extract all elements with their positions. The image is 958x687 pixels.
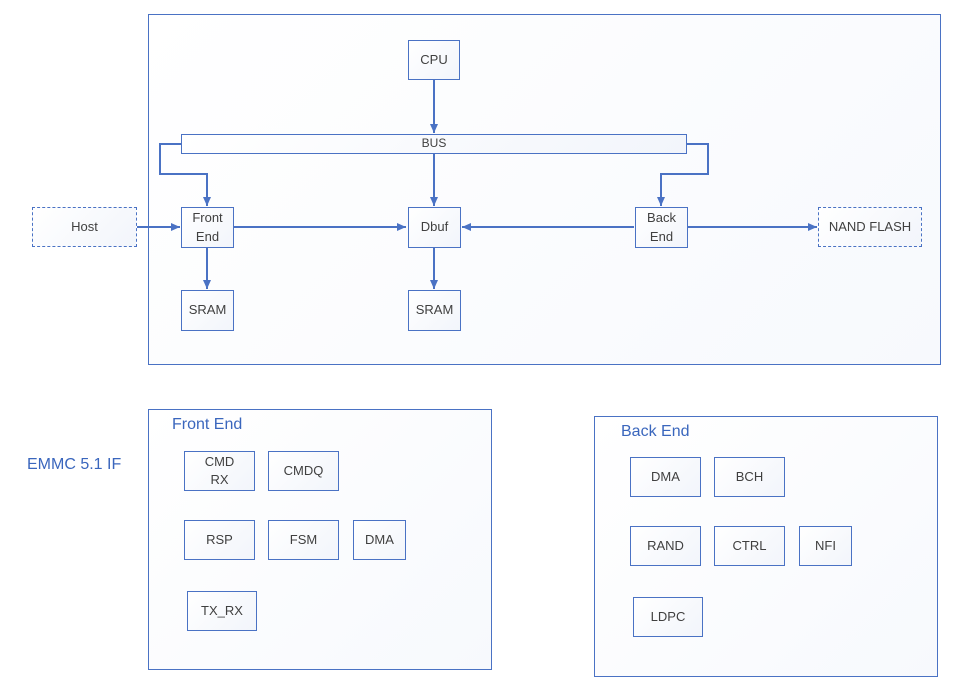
nfi-block: NFI xyxy=(799,526,852,566)
nfi-label: NFI xyxy=(815,537,836,553)
front-end-label-line2: End xyxy=(195,228,220,244)
front-end-label-line1: Front xyxy=(192,209,223,225)
dbuf-block: Dbuf xyxy=(408,207,461,248)
back-end-label-line2: End xyxy=(649,228,674,244)
nand-flash-label: NAND FLASH xyxy=(828,218,912,234)
bus-bar: BUS xyxy=(181,134,687,154)
ctrl-block: CTRL xyxy=(714,526,785,566)
cmd-rx-label-line1: CMD xyxy=(204,454,235,470)
front-end-panel-title: Front End xyxy=(172,416,243,433)
host-block: Host xyxy=(32,207,137,247)
sram-mid-block: SRAM xyxy=(408,290,461,331)
dbuf-label: Dbuf xyxy=(420,219,449,235)
back-end-panel-title: Back End xyxy=(621,423,690,440)
bch-label: BCH xyxy=(735,468,764,484)
host-label: Host xyxy=(71,218,98,234)
tx-rx-label: TX_RX xyxy=(201,602,243,618)
fe-dma-block: DMA xyxy=(353,520,406,560)
nand-flash-block: NAND FLASH xyxy=(818,207,922,247)
cmd-rx-label-line2: RX xyxy=(210,472,229,487)
sram-left-label: SRAM xyxy=(188,302,227,318)
bus-label: BUS xyxy=(421,136,447,151)
emmc-label: EMMC 5.1 IF xyxy=(27,456,122,473)
rand-block: RAND xyxy=(630,526,701,566)
system-panel xyxy=(148,14,941,365)
fsm-label: FSM xyxy=(289,531,318,547)
front-end-block: Front End xyxy=(181,207,234,248)
cmd-rx-block: CMD RX xyxy=(184,451,255,491)
ldpc-label: LDPC xyxy=(650,608,686,624)
bch-block: BCH xyxy=(714,457,785,497)
fsm-block: FSM xyxy=(268,520,339,560)
ldpc-block: LDPC xyxy=(633,597,703,637)
rsp-label: RSP xyxy=(206,531,233,547)
back-end-block: Back End xyxy=(635,207,688,248)
cmdq-block: CMDQ xyxy=(268,451,339,491)
sram-mid-label: SRAM xyxy=(415,302,454,318)
ctrl-label: CTRL xyxy=(732,537,767,553)
cpu-block: CPU xyxy=(408,40,460,80)
rand-label: RAND xyxy=(647,537,684,553)
cpu-label: CPU xyxy=(420,51,448,67)
back-end-label-line1: Back xyxy=(647,209,676,225)
tx-rx-block: TX_RX xyxy=(187,591,257,631)
be-dma-block: DMA xyxy=(630,457,701,497)
fe-dma-label: DMA xyxy=(365,531,394,547)
be-dma-label: DMA xyxy=(651,468,680,484)
cmdq-label: CMDQ xyxy=(283,462,324,478)
sram-left-block: SRAM xyxy=(181,290,234,331)
rsp-block: RSP xyxy=(184,520,255,560)
